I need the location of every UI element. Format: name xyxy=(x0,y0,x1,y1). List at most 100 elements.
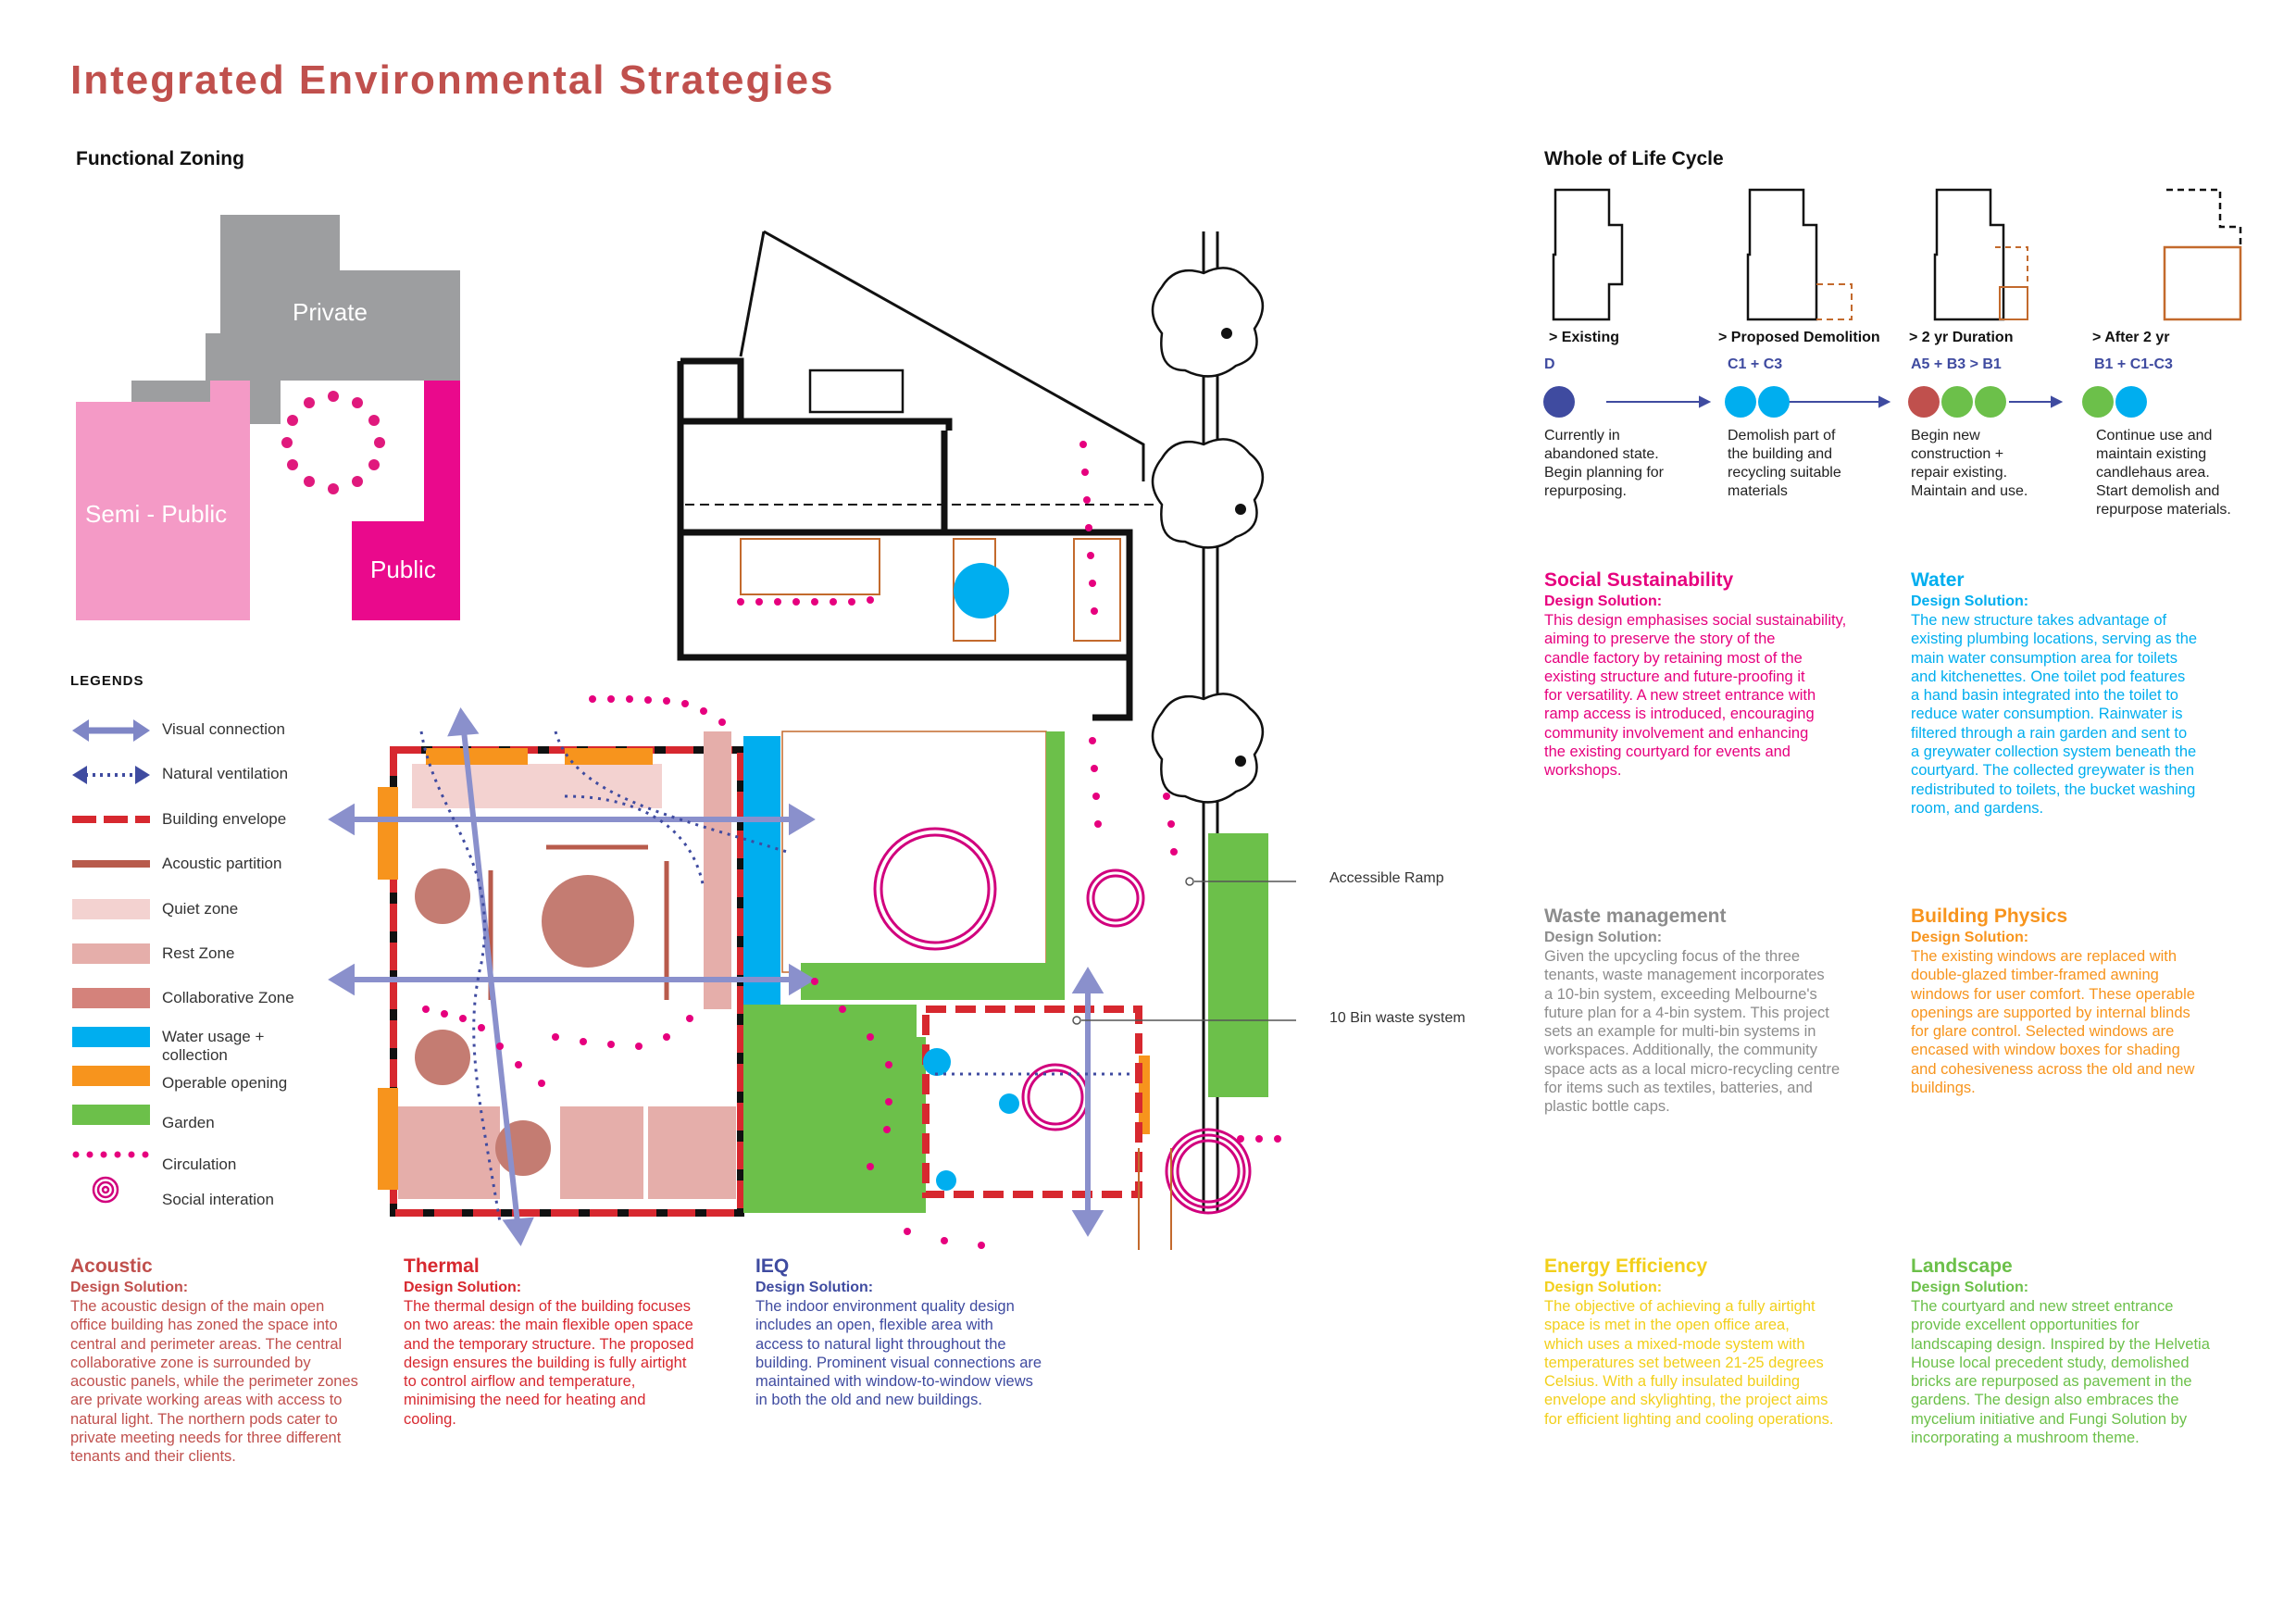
stage-demolition-dot-1 xyxy=(1725,386,1756,418)
functional-zoning-heading: Functional Zoning xyxy=(76,148,244,169)
waste-management-block: Waste management Design Solution: Given … xyxy=(1544,906,1896,1117)
legend-envelope: Building envelope xyxy=(162,810,287,828)
block-body: The objective of achieving a fully airti… xyxy=(1544,1298,1834,1428)
quiet-swatch-icon xyxy=(72,899,150,919)
page-title: Integrated Environmental Strategies xyxy=(70,57,835,103)
block-subtitle: Design Solution: xyxy=(1911,593,2029,609)
block-body: Given the upcycling focus of the three t… xyxy=(1544,948,1841,1116)
block-subtitle: Design Solution: xyxy=(1911,1280,2029,1295)
rings-icon xyxy=(92,1176,119,1204)
legend-heading: LEGENDS xyxy=(70,673,144,689)
collab-swatch-icon xyxy=(72,988,150,1008)
legend-quiet: Quiet zone xyxy=(162,900,239,918)
collab-zone-south xyxy=(495,1120,551,1176)
stage-existing-label: > Existing xyxy=(1549,330,1620,345)
rest-zone-south-1 xyxy=(398,1106,500,1199)
block-title: Energy Efficiency xyxy=(1544,1255,1708,1277)
block-body: The courtyard and new street entrance pr… xyxy=(1911,1298,2210,1447)
stage-duration-code: A5 + B3 > B1 xyxy=(1911,356,2002,372)
block-title: IEQ xyxy=(755,1255,790,1277)
collab-zone-west-2 xyxy=(415,1030,470,1085)
block-body: The acoustic design of the main open off… xyxy=(70,1298,358,1466)
rest-swatch-icon xyxy=(72,943,150,964)
street-garden-1 xyxy=(1208,833,1268,1097)
block-subtitle: Design Solution: xyxy=(1544,1280,1663,1295)
dots-icon xyxy=(72,1151,149,1158)
social-rings-courtyard xyxy=(873,827,997,951)
stage-existing-icon xyxy=(1552,188,1624,321)
water-pods xyxy=(923,1048,1019,1191)
water-block: Water Design Solution: The new structure… xyxy=(1911,569,2272,818)
courtyard-garden-band xyxy=(801,963,1065,1000)
block-body: The new structure takes advantage of exi… xyxy=(1911,612,2198,817)
stage-duration-dot-1 xyxy=(1908,386,1940,418)
stage-existing-code: D xyxy=(1544,356,1555,372)
energy-efficiency-block: Energy Efficiency Design Solution: The o… xyxy=(1544,1255,1896,1429)
north-building xyxy=(677,357,1133,721)
quiet-zone-top xyxy=(412,764,662,808)
stage-duration-icon xyxy=(1933,188,2005,321)
garden-swatch-icon xyxy=(72,1105,150,1125)
rest-zone-south-3 xyxy=(648,1106,736,1199)
ieq-block: IEQ Design Solution: The indoor environm… xyxy=(755,1255,1107,1410)
stage-duration-dot-3 xyxy=(1975,386,2006,418)
stage-demolition-label: > Proposed Demolition xyxy=(1718,330,1880,345)
legend-social: Social interation xyxy=(162,1191,274,1208)
thermal-block: Thermal Design Solution: The thermal des… xyxy=(404,1255,755,1429)
lifecycle-dots-row xyxy=(1543,386,2147,418)
block-body: The thermal design of the building focus… xyxy=(404,1298,694,1428)
stage-demolition-desc: Demolish part of the building and recycl… xyxy=(1728,428,1841,499)
circulation-dots xyxy=(422,441,1281,1249)
double-arrow-icon xyxy=(72,719,150,742)
rest-zone-east xyxy=(704,731,731,1009)
block-subtitle: Design Solution: xyxy=(70,1280,189,1295)
legend-visual: Visual connection xyxy=(162,720,285,738)
lifecycle-heading: Whole of Life Cycle xyxy=(1544,148,1724,169)
legend-ventilation: Natural ventilation xyxy=(162,765,289,782)
zoning-circulation-ring xyxy=(281,391,385,494)
stage-after-dot-2 xyxy=(2115,386,2147,418)
block-subtitle: Design Solution: xyxy=(1544,930,1663,945)
street-trees xyxy=(1151,267,1264,804)
block-body: This design emphasises social sustainabi… xyxy=(1544,612,1847,780)
stage-after-label: > After 2 yr xyxy=(2092,330,2170,345)
stage-duration-label: > 2 yr Duration xyxy=(1909,330,2014,345)
semi-public-label: Semi - Public xyxy=(85,500,228,528)
site-plan xyxy=(328,230,1296,1250)
courtyard-garden xyxy=(743,1005,926,1213)
lifecycle-building-icons xyxy=(1552,188,2242,321)
stage-after-code: B1 + C1-C3 xyxy=(2094,356,2173,372)
stage-demolition-code: C1 + C3 xyxy=(1728,356,1783,372)
semi-public-zone xyxy=(76,381,250,620)
ventilation-paths xyxy=(419,731,1134,1223)
block-subtitle: Design Solution: xyxy=(404,1280,522,1295)
block-title: Acoustic xyxy=(70,1255,153,1277)
water-strip xyxy=(743,736,780,1005)
legend-rest: Rest Zone xyxy=(162,944,235,962)
arrow-icon xyxy=(1606,395,2064,408)
block-title: Landscape xyxy=(1911,1255,2013,1277)
callout-accessible-ramp: Accessible Ramp xyxy=(1329,870,1444,886)
stage-demolition-icon xyxy=(1746,188,1818,321)
courtyard-garden-east xyxy=(1046,731,1065,995)
building-physics-block: Building Physics Design Solution: The ex… xyxy=(1911,906,2272,1097)
stage-demolition-dot-2 xyxy=(1758,386,1790,418)
functional-zoning-diagram xyxy=(76,215,460,620)
block-subtitle: Design Solution: xyxy=(1911,930,2029,945)
acoustic-block: Acoustic Design Solution: The acoustic d… xyxy=(70,1255,404,1467)
stage-duration-desc: Begin new construction + repair existing… xyxy=(1911,428,2028,499)
legend-circulation: Circulation xyxy=(162,1156,237,1173)
new-structure xyxy=(922,1006,1142,1198)
legend-collab: Collaborative Zone xyxy=(162,989,294,1006)
dotted-arrow-icon xyxy=(72,766,150,784)
private-label: Private xyxy=(293,298,368,326)
block-body: The existing windows are replaced with d… xyxy=(1911,948,2195,1097)
stage-after-icon xyxy=(2163,188,2242,321)
legend-acoustic: Acoustic partition xyxy=(162,855,282,872)
private-zone xyxy=(131,215,460,424)
block-title: Thermal xyxy=(404,1255,480,1277)
block-title: Building Physics xyxy=(1911,906,2068,927)
block-title: Waste management xyxy=(1544,906,1727,927)
public-label: Public xyxy=(370,556,436,583)
stage-existing-dot xyxy=(1543,386,1575,418)
